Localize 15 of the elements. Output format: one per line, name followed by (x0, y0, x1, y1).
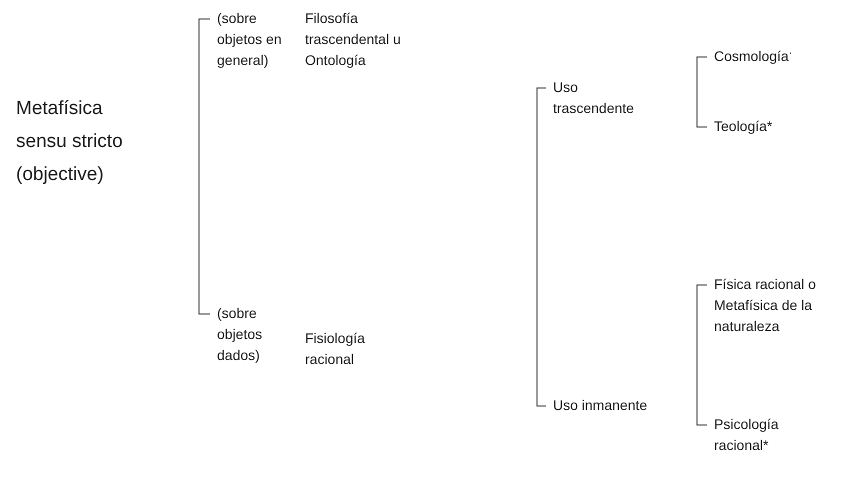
bracket-line (198, 18, 210, 314)
node-label: Uso inmanente (552, 396, 648, 415)
node-label: Metafísica sensu stricto (objective) (16, 97, 124, 187)
node-label: Fisiología racional (305, 329, 366, 369)
node-label: Uso trascendente (552, 78, 635, 118)
bracket-line (696, 284, 708, 426)
node-label: Teología* (713, 117, 774, 136)
node-label: Filosofía trascendental u Ontología (305, 9, 402, 70)
bracket-line (536, 88, 546, 406)
bracket-line (696, 56, 708, 128)
node-label: Física racional o Metafísica de la naturaleza (713, 275, 817, 336)
node-label: (sobre objetos dados) (216, 304, 264, 365)
node-label: Psicología racional* (713, 415, 780, 455)
node-label: Cosmología$^{·}$ (713, 46, 794, 66)
node-label: (sobre objetos en general) (216, 9, 283, 70)
